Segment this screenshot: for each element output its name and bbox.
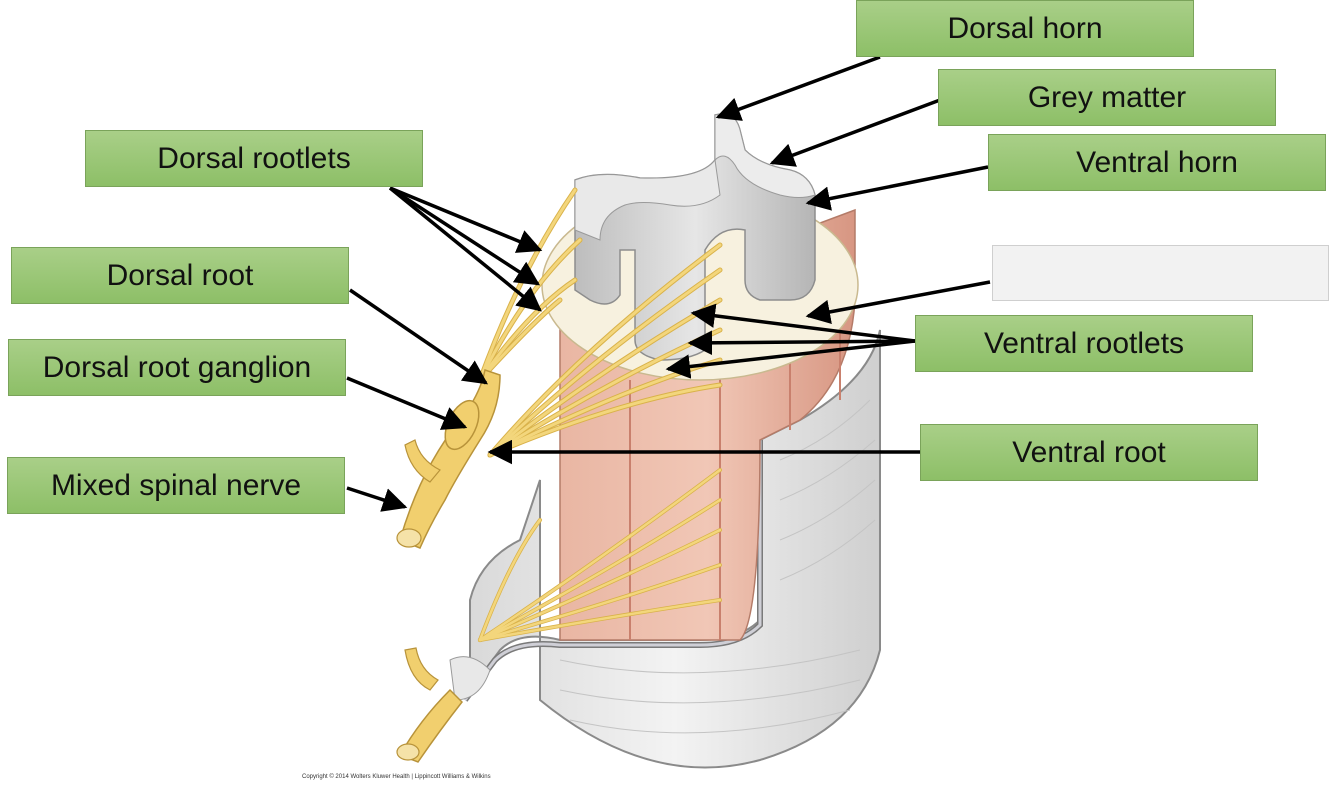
label-ventral-root: Ventral root [920, 424, 1258, 481]
label-blank [992, 245, 1329, 301]
leader-lines [346, 55, 991, 512]
label-dorsal-root: Dorsal root [11, 247, 349, 304]
label-grey-matter: Grey matter [938, 69, 1276, 126]
label-ventral-horn: Ventral horn [988, 134, 1326, 191]
label-dorsal-horn: Dorsal horn [856, 0, 1194, 57]
label-ventral-rootlets: Ventral rootlets [915, 315, 1253, 372]
label-dorsal-root-ganglion: Dorsal root ganglion [8, 339, 346, 396]
label-mixed-spinal-nerve: Mixed spinal nerve [7, 457, 345, 514]
dura-fibers [559, 399, 876, 734]
lower-root-sleeve [449, 656, 491, 701]
lower-spinal-nerve [398, 688, 464, 763]
label-dorsal-rootlets: Dorsal rootlets [85, 130, 423, 187]
copyright-notice: Copyright © 2014 Wolters Kluwer Health |… [302, 774, 491, 780]
